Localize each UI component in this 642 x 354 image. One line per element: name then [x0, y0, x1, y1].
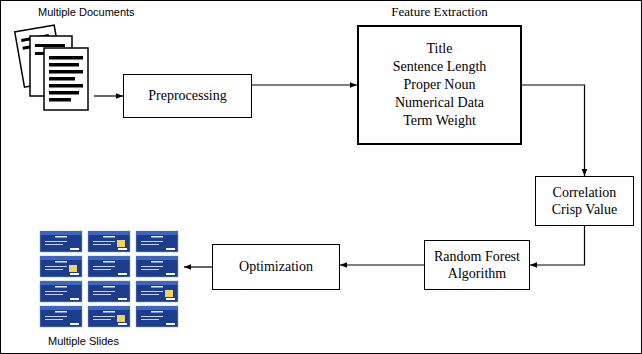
text-line-stroke — [49, 56, 83, 60]
group-label: Multiple Documents — [38, 6, 94, 18]
flow-arrow — [340, 264, 424, 265]
text-line-stroke — [49, 77, 75, 81]
text-line-stroke — [49, 98, 71, 102]
flow-arrow — [252, 84, 357, 85]
text-line-stroke — [49, 70, 83, 74]
process-box: Preprocessing — [123, 74, 252, 118]
slide-thumbnail — [136, 281, 178, 302]
flow-arrow — [522, 85, 585, 176]
flow-arrow — [184, 266, 212, 267]
slides-group: Multiple Slides — [36, 226, 184, 350]
slide-thumbnail — [136, 306, 178, 327]
feature-item: Numerical Data — [395, 94, 484, 112]
group-label: Multiple Slides — [48, 335, 184, 347]
text-line-stroke — [49, 91, 79, 95]
feature-item: Term Weight — [403, 112, 476, 130]
text-line-stroke — [49, 84, 83, 88]
slide-thumbnail — [136, 231, 178, 252]
slide-thumbnail — [88, 231, 130, 252]
text-line-stroke — [49, 63, 79, 67]
slide-thumbnail — [40, 281, 82, 302]
feature-item: Title — [427, 40, 453, 58]
flow-arrow — [530, 226, 585, 265]
box-heading: Feature Extraction — [339, 4, 540, 20]
feature-item: Sentence Length — [393, 58, 487, 76]
box-label: Preprocessing — [148, 87, 227, 105]
slide-thumbnail — [40, 231, 82, 252]
feature-box: Feature ExtractionTitleSentence LengthPr… — [357, 25, 522, 145]
slide-thumbnail — [40, 306, 82, 327]
slide-thumbnail — [88, 306, 130, 327]
process-box: Optimization — [212, 244, 340, 290]
box-label: Optimization — [239, 258, 313, 276]
slide-thumbnail — [88, 256, 130, 277]
box-label: Random Forest Algorithm — [431, 248, 523, 283]
slide-thumbnail — [136, 256, 178, 277]
slide-thumbnail — [88, 281, 130, 302]
slides-icon — [40, 231, 178, 327]
slide-thumbnail — [40, 256, 82, 277]
flow-arrow — [94, 95, 123, 96]
process-box: Random Forest Algorithm — [424, 240, 530, 290]
process-box: Correlation Crisp Value — [535, 176, 634, 226]
document-group: Multiple Documents — [14, 4, 94, 112]
box-label: Correlation Crisp Value — [542, 184, 627, 219]
documents-icon — [15, 25, 88, 110]
feature-item: Proper Noun — [404, 76, 476, 94]
